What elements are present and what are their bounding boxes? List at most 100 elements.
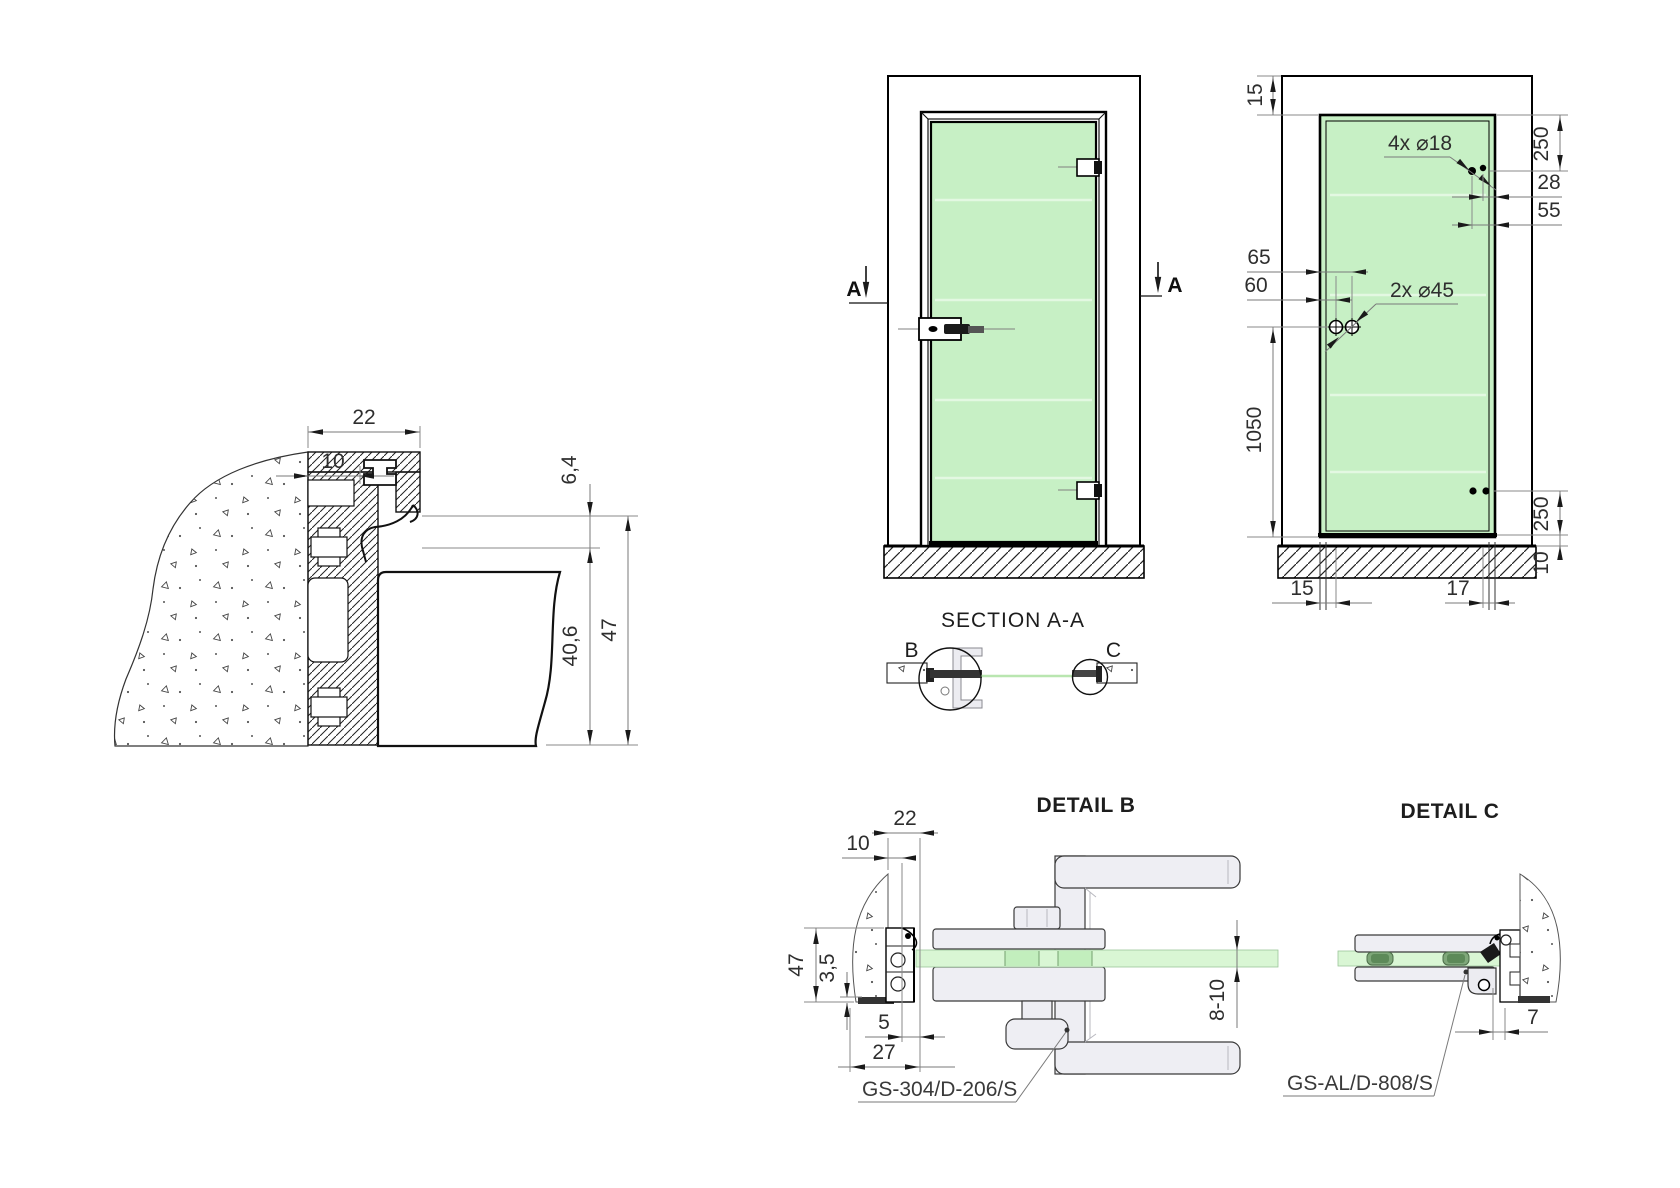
svg-text:10: 10	[846, 832, 869, 855]
dim-b-wall-overlap: 10	[842, 832, 916, 1042]
glass-reflections-2	[1330, 193, 1486, 474]
detail-c-title: DETAIL C	[1401, 800, 1500, 823]
label-lock-holes: 2x ⌀45	[1324, 279, 1458, 353]
dim-hole-edge-1: 28	[1452, 171, 1562, 200]
svg-text:A: A	[1167, 274, 1182, 297]
dim-lock-edge-1: 65	[1247, 246, 1368, 275]
part-label-c: GS-AL/D-808/S	[1283, 969, 1469, 1097]
lock-clamp	[932, 906, 1106, 1050]
door-panel-section	[376, 570, 562, 748]
detail-b-circle	[918, 647, 982, 711]
t-slot-upper	[310, 527, 348, 567]
dim-hole-edge-2: 55	[1452, 199, 1562, 228]
detail-c-circle	[1071, 658, 1109, 696]
hinge-top-front	[1058, 158, 1102, 177]
dim-c-frame-gap: 7	[1455, 988, 1548, 1040]
door-front-view: A A	[846, 75, 1183, 579]
dim-hinge-bottom-offset: 250	[1530, 491, 1563, 535]
wall-section	[113, 451, 309, 747]
dim-b-glass-thickness: 8-10	[1206, 920, 1240, 1028]
dim-b-profile-height: 47	[785, 927, 884, 1003]
section-marker-right: A	[1140, 262, 1183, 297]
svg-text:GS-304/D-206/S: GS-304/D-206/S	[862, 1078, 1017, 1101]
label-hinge-holes: 4x ⌀18	[1384, 132, 1497, 191]
wall-wedge-b	[852, 872, 889, 1003]
svg-text:5: 5	[878, 1011, 890, 1034]
detail-c-marker: C	[1106, 639, 1122, 662]
gasket-section	[360, 459, 419, 563]
dim-lock-height: 1050	[1243, 327, 1276, 537]
floor-strip-2	[1277, 545, 1537, 579]
section-marker-left: A	[846, 266, 888, 304]
dim-b-stop-width: 5	[865, 1011, 945, 1040]
dim-hinge-top-offset: 250	[1530, 115, 1563, 171]
svg-text:27: 27	[872, 1041, 895, 1064]
svg-text:60: 60	[1244, 274, 1267, 297]
svg-text:10: 10	[321, 450, 344, 473]
section-aa-title: SECTION A-A	[941, 609, 1085, 632]
dim-wall-overlap: 10	[276, 450, 394, 484]
dim-floor-gap: 10	[1530, 535, 1563, 575]
svg-text:47: 47	[785, 953, 808, 976]
dim-bottom-right: 17	[1445, 577, 1515, 606]
svg-text:GS-AL/D-808/S: GS-AL/D-808/S	[1287, 1072, 1433, 1095]
wall-foot-b	[858, 997, 894, 1004]
svg-text:15: 15	[1244, 83, 1267, 106]
dim-glass-inset: 6,4 40,6	[558, 455, 593, 745]
wall-foot-c	[1518, 996, 1550, 1003]
hole-layout-view: 4x ⌀18 2x ⌀45	[1243, 75, 1568, 610]
dim-profile-width: 22	[307, 406, 421, 448]
svg-text:1050: 1050	[1243, 407, 1266, 454]
dim-b-gasket-gap: 3,5	[816, 953, 862, 1030]
dim-bottom-left: 15	[1272, 577, 1372, 606]
aluminium-profile-section	[307, 451, 421, 746]
floor-strip	[883, 545, 1145, 579]
svg-text:65: 65	[1247, 246, 1270, 269]
part-label-b: GS-304/D-206/S	[858, 1027, 1070, 1103]
svg-text:10: 10	[1530, 551, 1553, 574]
frame-profile-c	[1489, 929, 1521, 1003]
glass-reflections	[935, 198, 1092, 480]
svg-text:3,5: 3,5	[816, 953, 839, 982]
detail-b-marker: B	[904, 639, 919, 662]
wall-bar-left	[886, 662, 928, 684]
svg-text:22: 22	[893, 807, 916, 830]
glass-edge-c	[1337, 950, 1503, 967]
hinge-hole-bottom-1	[1469, 487, 1477, 495]
dim-profile-height: 47	[598, 516, 631, 745]
glass-edge-b	[915, 949, 1279, 968]
dim-lock-edge-2: 60	[1244, 274, 1352, 303]
svg-text:22: 22	[352, 406, 375, 429]
svg-text:250: 250	[1530, 496, 1553, 531]
svg-text:15: 15	[1290, 577, 1313, 600]
svg-text:4x ⌀18: 4x ⌀18	[1388, 132, 1452, 155]
svg-text:40,6: 40,6	[559, 626, 582, 667]
hinge-hole-top-2	[1479, 164, 1487, 172]
dim-top-gap: 15	[1244, 76, 1276, 115]
wall-wedge-c	[1519, 873, 1561, 1003]
svg-text:28: 28	[1537, 171, 1560, 194]
detail-c-view: DETAIL C	[1283, 800, 1561, 1097]
svg-text:7: 7	[1527, 1006, 1539, 1029]
t-slot-lower	[310, 687, 348, 727]
svg-text:8-10: 8-10	[1206, 979, 1229, 1021]
lock-section-mini	[926, 647, 1074, 709]
svg-text:6,4: 6,4	[558, 455, 581, 485]
svg-text:17: 17	[1446, 577, 1469, 600]
frame-section-view: 22 10 6,4 40,6 47	[113, 406, 638, 748]
svg-text:250: 250	[1530, 126, 1553, 161]
hinge-bottom-front	[1058, 481, 1102, 500]
hinge-hole-bottom-2	[1482, 487, 1490, 495]
svg-text:47: 47	[598, 618, 621, 641]
lock-hole-1	[1327, 318, 1345, 336]
detail-b-view: DETAIL B	[785, 794, 1279, 1103]
svg-text:55: 55	[1537, 199, 1560, 222]
svg-text:2x ⌀45: 2x ⌀45	[1390, 279, 1454, 302]
lock-front	[898, 317, 1015, 341]
detail-b-title: DETAIL B	[1037, 794, 1136, 817]
hinge-hole-top-1	[1468, 167, 1476, 175]
hinge-section-mini	[1072, 666, 1102, 682]
frame-profile-b	[885, 927, 918, 1003]
